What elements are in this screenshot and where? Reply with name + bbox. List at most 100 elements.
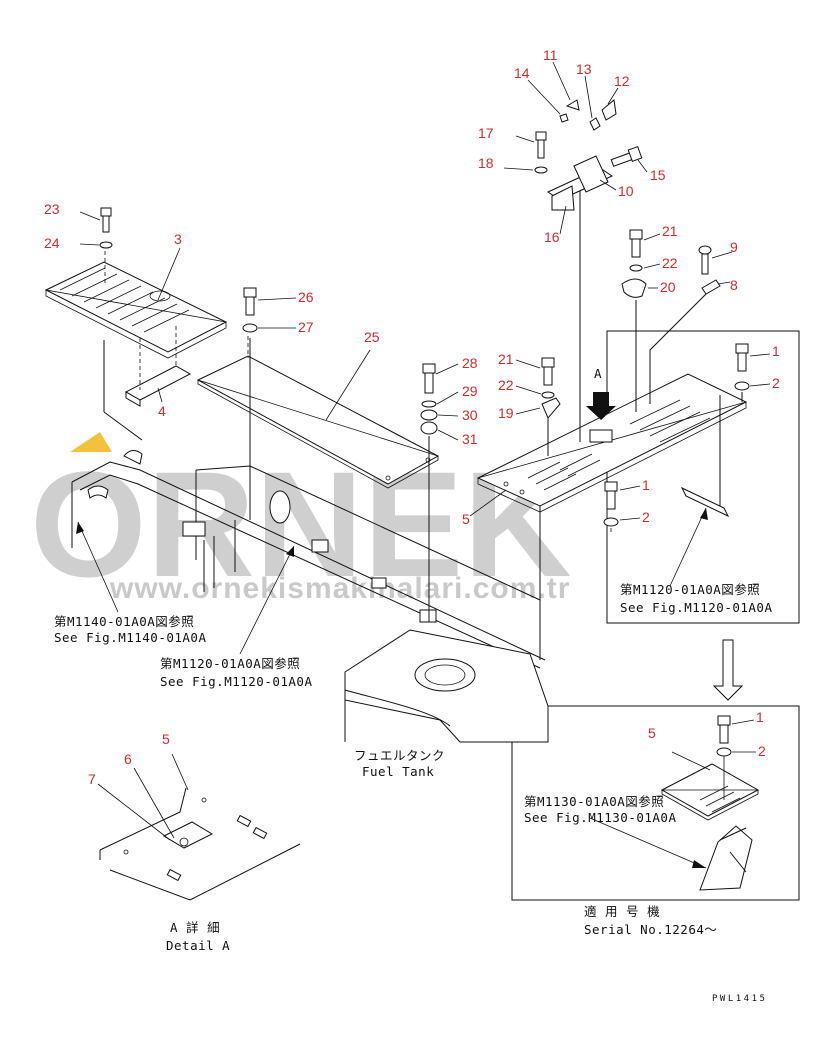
floor-plate-5 <box>476 373 748 513</box>
part-number-1-top: 1 <box>772 343 780 359</box>
washer-22-upper <box>629 264 643 272</box>
bracket-16 <box>551 185 575 211</box>
part-number-9: 9 <box>730 239 738 255</box>
clip-8 <box>701 279 721 295</box>
fuel-tank-jp: フュエルタンク <box>354 748 445 763</box>
fuel-tank <box>344 629 549 743</box>
part-number-28: 28 <box>462 355 478 371</box>
pin-14 <box>559 113 569 123</box>
inset-bolt-1 <box>717 715 731 744</box>
watermark-brand: ORNEK <box>30 440 572 608</box>
part-number-23: 23 <box>44 201 60 217</box>
watermark: ORNEK www.ornekismakinalari.com.tr <box>30 432 572 608</box>
ref-m1120-en-box: See Fig.M1120-01A0A <box>620 600 773 615</box>
serial-jp: 適 用 号 機 <box>584 904 660 919</box>
part-number-26: 26 <box>298 289 314 305</box>
washer-31 <box>420 421 438 435</box>
part-number-31: 31 <box>462 431 478 447</box>
part-number-18: 18 <box>478 155 494 171</box>
ref-m1130-jp: 第M1130-01A0A図参照 <box>524 794 664 809</box>
part-number-25: 25 <box>364 329 380 345</box>
view-a-label: A <box>594 366 602 381</box>
drawing-code: PWL1415 <box>712 994 767 1004</box>
inset-plate-5 <box>660 763 760 821</box>
washer-22-lower <box>541 391 555 399</box>
part-number-10: 10 <box>618 183 634 199</box>
inset-washer-2 <box>716 747 732 757</box>
bracket-10 <box>546 155 614 201</box>
step-plate-3 <box>44 244 228 359</box>
bolt-23 <box>100 207 112 233</box>
part-number-15: 15 <box>650 167 666 183</box>
frame-structure <box>71 340 546 669</box>
part-number-17: 17 <box>478 125 494 141</box>
inset-box-serial-after <box>511 705 800 901</box>
part-number-1-inset: 1 <box>756 709 764 725</box>
ref-m1120-jp-center: 第M1120-01A0A図参照 <box>160 656 300 671</box>
pin-11 <box>565 99 580 111</box>
part-number-22-lower: 22 <box>498 377 514 393</box>
pin-13 <box>589 117 601 131</box>
part-number-21-lower: 21 <box>498 351 514 367</box>
cover-25 <box>196 336 440 489</box>
flow-arrow-icon <box>712 639 744 701</box>
ref-m1120-jp-box: 第M1120-01A0A図参照 <box>620 582 760 597</box>
washer-24 <box>99 241 113 249</box>
part-number-13: 13 <box>576 61 592 77</box>
part-number-2-inset: 2 <box>758 743 766 759</box>
washer-29 <box>421 400 437 408</box>
bolt-1-mid <box>604 481 618 510</box>
bolt-15 <box>610 146 643 167</box>
bolt-1-top <box>735 343 749 372</box>
leader-lines <box>77 61 771 869</box>
part-number-20: 20 <box>660 279 676 295</box>
part-number-14: 14 <box>514 65 530 81</box>
ref-m1140-jp: 第M1140-01A0A図参照 <box>54 614 194 629</box>
part-number-12: 12 <box>614 73 630 89</box>
ref-m1130-en: See Fig.M1130-01A0A <box>524 810 677 825</box>
pin-12 <box>601 99 617 121</box>
ref-m1140-en: See Fig.M1140-01A0A <box>54 630 207 645</box>
part-number-5-inset: 5 <box>648 725 656 741</box>
detail-a-drawing <box>99 787 301 901</box>
bolt-28 <box>422 363 436 394</box>
bolt-21-upper <box>629 229 643 258</box>
washer-2-mid <box>603 517 619 527</box>
serial-en: Serial No.12264～ <box>584 922 717 937</box>
part-numbers: 23 24 3 4 26 27 25 28 29 30 31 5 17 18 1… <box>44 47 780 787</box>
watermark-accent-icon <box>70 432 112 452</box>
fuel-tank-en: Fuel Tank <box>362 764 434 779</box>
part-number-7: 7 <box>88 771 96 787</box>
bolt-17 <box>535 131 547 159</box>
inset-frame <box>699 825 753 891</box>
detail-a-en: Detail A <box>166 938 230 953</box>
part-number-21-upper: 21 <box>662 223 678 239</box>
washer-18 <box>534 166 548 174</box>
part-number-2-mid: 2 <box>642 509 650 525</box>
bolt-26 <box>243 287 257 316</box>
part-number-29: 29 <box>462 383 478 399</box>
inset-box-serial-before <box>606 330 800 624</box>
washer-2-top <box>734 381 750 391</box>
screw-9 <box>698 245 712 275</box>
plate-strip <box>680 486 730 518</box>
part-number-11: 11 <box>543 47 558 63</box>
part-number-27: 27 <box>298 319 314 335</box>
bracket-4 <box>124 326 192 407</box>
detail-a-jp: A 詳 細 <box>170 920 220 935</box>
reference-notes: 第M1140-01A0A図参照 See Fig.M1140-01A0A 第M11… <box>54 582 773 1004</box>
part-number-1-mid: 1 <box>642 477 650 493</box>
part-number-19: 19 <box>498 405 514 421</box>
part-number-4: 4 <box>158 403 166 419</box>
clip-19 <box>541 397 561 419</box>
part-number-16: 16 <box>544 229 560 245</box>
watermark-url: www.ornekismakinalari.com.tr <box>109 572 570 605</box>
part-number-2-top: 2 <box>772 375 780 391</box>
ref-m1120-en-center: See Fig.M1120-01A0A <box>160 674 313 689</box>
leader-8-down <box>649 289 711 404</box>
part-number-5-main: 5 <box>462 511 470 527</box>
washer-30 <box>420 409 438 421</box>
part-number-24: 24 <box>44 235 60 251</box>
bolt-21-lower <box>541 357 555 386</box>
